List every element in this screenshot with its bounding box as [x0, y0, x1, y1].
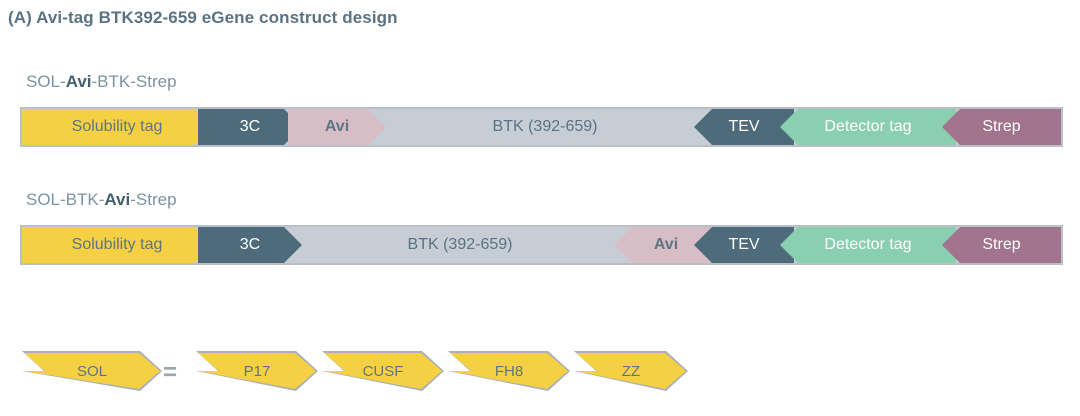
legend-label: FH8 [450, 353, 568, 389]
segment-strep-tag[interactable]: Strep [942, 109, 1061, 145]
segment-label: TEV [728, 236, 760, 253]
legend-label: ZZ [576, 353, 686, 389]
page-title: (A) Avi-tag BTK392-659 eGene construct d… [8, 8, 398, 27]
segment-label: Strep [982, 236, 1021, 253]
segment-label: Detector tag [824, 118, 912, 135]
segment-label: BTK (392-659) [407, 236, 513, 253]
construct-label-sol-avi-btk-strep: SOL-Avi-BTK-Strep [26, 72, 177, 91]
construct-label-sol-btk-avi-strep: SOL-BTK-Avi-Strep [26, 190, 177, 209]
segment-label: Detector tag [824, 236, 912, 253]
segment-label: Strep [982, 118, 1021, 135]
segment-3c-protease-site[interactable]: 3C [198, 227, 302, 263]
segment-label: Solubility tag [71, 118, 163, 135]
fh8-legend[interactable]: FH8 [448, 351, 570, 391]
legend-label: CUSF [324, 353, 442, 389]
cusf-legend[interactable]: CUSF [322, 351, 444, 391]
construct-label-emphasis: Avi [104, 190, 131, 209]
segment-3c-protease-site[interactable]: 3C [198, 109, 302, 145]
segment-label: TEV [728, 118, 760, 135]
zz-legend[interactable]: ZZ [574, 351, 688, 391]
construct-bar-sol-avi-btk-strep: Solubility tag 3C Avi BTK (392-659) TEV Detec… [20, 107, 1063, 147]
legend-label: SOL [24, 353, 160, 389]
segment-label: Solubility tag [71, 236, 163, 253]
segment-tev-protease-site[interactable]: TEV [694, 109, 794, 145]
segment-tev-protease-site[interactable]: TEV [694, 227, 794, 263]
legend-equals-sign: = [163, 359, 178, 386]
segment-label: Avi [653, 236, 679, 253]
construct-label-emphasis: Avi [65, 72, 92, 91]
segment-btk-domain[interactable]: BTK (392-659) [386, 109, 704, 145]
construct-bar-sol-btk-avi-strep: Solubility tag 3C BTK (392-659) Avi TEV Detec… [20, 225, 1063, 265]
segment-strep-tag[interactable]: Strep [942, 227, 1061, 263]
segment-avi-tag[interactable]: Avi [288, 109, 386, 145]
p17-legend[interactable]: P17 [196, 351, 318, 391]
segment-solubility-tag[interactable]: Solubility tag [22, 227, 212, 263]
sol-legend[interactable]: SOL [22, 351, 162, 391]
segment-solubility-tag[interactable]: Solubility tag [22, 109, 212, 145]
segment-btk-domain[interactable]: BTK (392-659) [302, 227, 618, 263]
segment-detector-tag[interactable]: Detector tag [780, 227, 956, 263]
legend-label: P17 [198, 353, 316, 389]
segment-detector-tag[interactable]: Detector tag [780, 109, 956, 145]
segment-label: BTK (392-659) [492, 118, 598, 135]
segment-label: Avi [324, 118, 350, 135]
segment-label: 3C [239, 236, 261, 253]
segment-label: 3C [239, 118, 261, 135]
